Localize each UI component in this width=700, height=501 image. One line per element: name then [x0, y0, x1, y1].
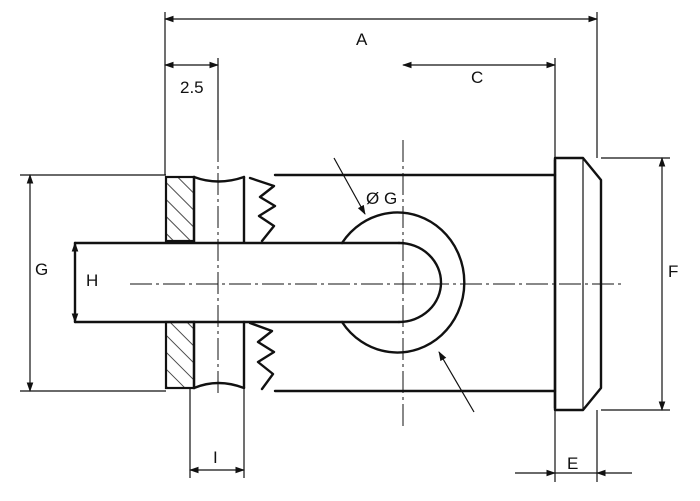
label-E: E: [567, 454, 578, 473]
counterbore-circle: [340, 211, 466, 354]
hatched-section-top: [164, 175, 196, 243]
label-C: C: [471, 68, 483, 87]
extension-lines: [20, 12, 670, 482]
label-F: F: [668, 262, 678, 281]
label-H: H: [86, 271, 98, 290]
label-G-left: G: [35, 260, 48, 279]
cross-pin: [189, 175, 246, 478]
leader-arrow-lower: [438, 351, 475, 413]
hatched-section-bottom: [164, 320, 196, 390]
break-line-bottom: [248, 321, 276, 391]
leader-arrow-upper: [333, 157, 366, 215]
label-dia-G: Ø G: [366, 189, 397, 208]
label-I: I: [213, 448, 218, 467]
break-line-top: [248, 176, 277, 243]
label-2-5: 2.5: [180, 78, 204, 97]
slot-outline: [73, 241, 443, 324]
label-A: A: [356, 30, 368, 49]
